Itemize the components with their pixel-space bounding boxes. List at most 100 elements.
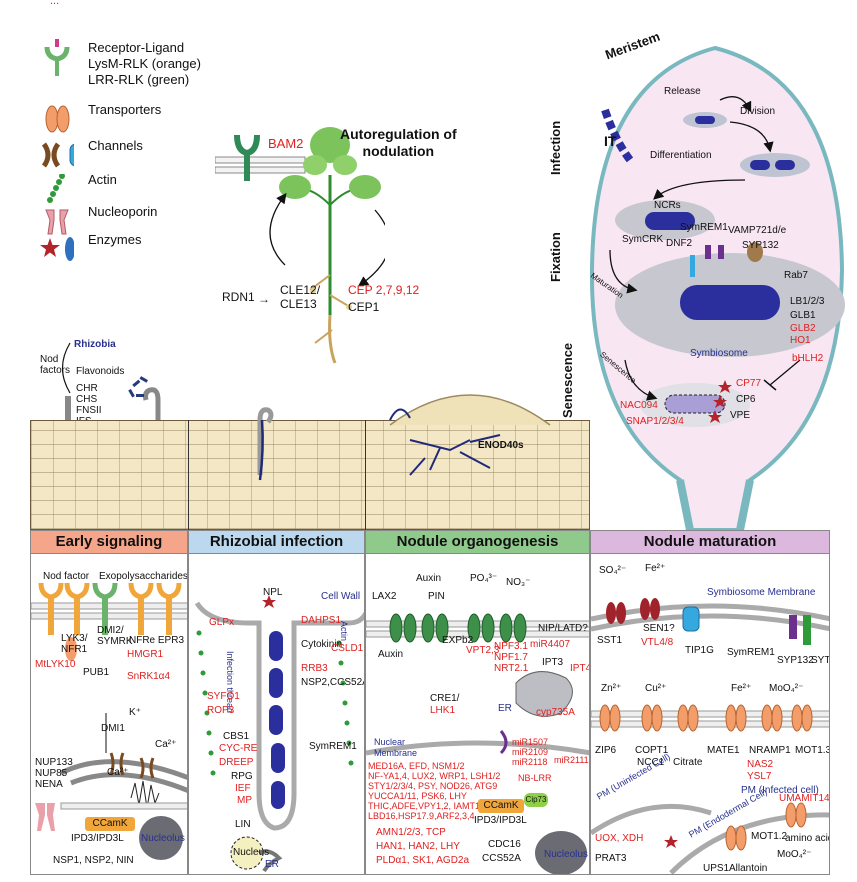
vpe-label: VPE — [730, 410, 751, 421]
infection-mp: MP — [237, 795, 252, 806]
early-exopoly: Exopolysaccharides — [99, 571, 188, 582]
mat-vtl: VTL4/8 — [641, 637, 674, 648]
legend-transporter: Transporters — [40, 102, 161, 136]
plant-icon — [215, 127, 385, 364]
cle-label: CLE12/ CLE13 — [280, 283, 321, 311]
mat-zip6: ZIP6 — [595, 745, 617, 756]
infection-dreep: DREEP — [219, 757, 254, 768]
nac094-label: NAC094 — [620, 400, 658, 411]
org-cyp: cyp735A — [536, 707, 575, 718]
infection-rrb3: RRB3 — [301, 663, 328, 674]
org-han: HAN1, HAN2, LHY — [376, 841, 460, 852]
infection-diagram — [194, 595, 364, 873]
early-nod-factor: Nod factor — [43, 571, 90, 582]
symrem1-nodule-label: SymREM1 — [680, 222, 728, 233]
vamp-label: VAMP721d/e — [728, 225, 787, 236]
early-ca1: Ca²⁺ — [155, 739, 177, 750]
org-no3: NO₃⁻ — [506, 577, 531, 588]
legend-nucleoporin-text: Nucleoporin — [88, 204, 158, 219]
cp77-label: CP77 — [736, 378, 762, 389]
early-nups: NUP133 NUP85 NENA — [35, 757, 73, 790]
infection-cycre: CYC-RE — [219, 743, 258, 754]
lb-label: LB1/2/3 — [790, 296, 825, 307]
actin-icon — [40, 172, 74, 206]
ho1-label: HO1 — [790, 335, 811, 346]
senescence-label: Senescence — [560, 342, 575, 418]
glb1-label: GLB1 — [790, 310, 816, 321]
mat-moo4-2: MoO₄²⁻ — [777, 849, 812, 860]
glb2-label: GLB2 — [790, 323, 816, 334]
infection-lin: LIN — [235, 819, 251, 830]
mat-mot12: MOT1.2 — [751, 831, 788, 842]
differentiation-label: Differentiation — [650, 150, 712, 161]
org-cip73: Cip73 — [524, 793, 548, 807]
mat-nramp1: NRAMP1 — [749, 745, 791, 756]
infection-cbs1: CBS1 — [223, 731, 250, 742]
org-expb2: EXPb2 — [442, 635, 474, 646]
org-cdc16: CDC16 — [488, 839, 521, 850]
mat-fe2: Fe²⁺ — [731, 683, 752, 694]
organogenesis-diagram — [366, 613, 589, 874]
rab7-label: Rab7 — [784, 270, 808, 281]
early-diagram — [31, 582, 187, 860]
org-lhk1: LHK1 — [430, 705, 456, 716]
mat-nas2: NAS2 — [747, 759, 774, 770]
org-npf: NPF3.1 NPF1.7 NRT2.1 — [494, 641, 529, 674]
early-pub1: PUB1 — [83, 667, 110, 678]
mat-pm-infected: PM (Infected cell) — [741, 785, 819, 796]
early-lyk3: LYK3/ NFR1 — [61, 633, 88, 655]
org-ccs52a: CCS52A — [482, 853, 521, 864]
enod40s-label: ENOD40s — [478, 440, 524, 451]
org-lax2: LAX2 — [372, 591, 397, 602]
early-snrk: SnRK1α4 — [127, 671, 171, 682]
early-kplus: K⁺ — [129, 707, 141, 718]
org-nblrr: NB-LRR — [518, 773, 552, 783]
channel-icon — [40, 138, 74, 172]
mat-moo4-1: MoO₄²⁻ — [769, 683, 804, 694]
org-nuclear-membrane: Nuclear Membrane — [374, 737, 418, 758]
panel-maturation-title: Nodule maturation — [591, 531, 829, 554]
infection-npl: NPL — [263, 587, 283, 598]
infection-cytokinin: Cytokinin — [301, 639, 343, 650]
org-mirs: miR1507 miR2109 miR2118 — [512, 737, 549, 767]
rdn1-label: RDN1 — [222, 290, 255, 304]
infection-glpx: GLPx — [209, 617, 235, 628]
panel-rhizobial-infection: Rhizobial infection NPL Cell Wall GLPx I… — [188, 530, 365, 875]
infection-nsp2: NSP2,CCS52A — [301, 677, 365, 688]
bam2-label: BAM2 — [268, 136, 304, 151]
root-cortex-overlay — [257, 394, 551, 481]
panel-early-title: Early signaling — [31, 531, 187, 554]
symcrk-label: SymCRK — [622, 234, 664, 245]
legend-channel-text: Channels — [88, 138, 143, 153]
infection-er: ER — [265, 859, 279, 870]
early-dmi1: DMI1 — [101, 723, 125, 734]
fixation-label: Fixation — [548, 232, 563, 282]
infection-syfo1: SYFO1 — [207, 691, 240, 702]
infection-ief: IEF — [235, 783, 251, 794]
receptor-ligand-icon — [40, 39, 74, 76]
early-dmi2: DMI2/ SYMRK — [97, 625, 133, 647]
mat-symbiosome-membrane: Symbiosome Membrane — [707, 587, 816, 598]
legend-nucleoporin: Nucleoporin — [40, 204, 157, 238]
infection-csld1: CSLD1 — [331, 643, 364, 654]
org-auxin1: Auxin — [416, 573, 442, 584]
header-fragment: ... — [50, 0, 60, 7]
mat-amino: amino acids — [785, 833, 829, 844]
early-mtlyk10: MtLYK10 — [35, 659, 76, 670]
mat-uox: UOX, XDH — [595, 833, 644, 844]
legend-channel: Channels — [40, 138, 143, 172]
mat-allantoin: Allantoin — [729, 863, 768, 874]
mat-fe1: Fe²⁺ — [645, 563, 666, 574]
org-mir4407: miR4407 — [530, 639, 571, 650]
org-ipd3: IPD3/IPD3L — [474, 815, 527, 826]
infection-nucleus: Nucleus — [233, 847, 270, 858]
org-cre1: CRE1/ — [430, 693, 460, 704]
division-label: Division — [740, 106, 776, 117]
infection-cell-wall: Cell Wall — [321, 591, 361, 602]
panel-infection-title: Rhizobial infection — [189, 531, 364, 554]
org-auxin2: Auxin — [378, 649, 404, 660]
org-pld: PLDα1, SK1, AGD2a — [376, 855, 470, 866]
legend-enzyme-text: Enzymes — [88, 232, 142, 247]
root-hair-icon — [61, 342, 161, 422]
mat-ncc1: NCC1 — [637, 757, 665, 768]
